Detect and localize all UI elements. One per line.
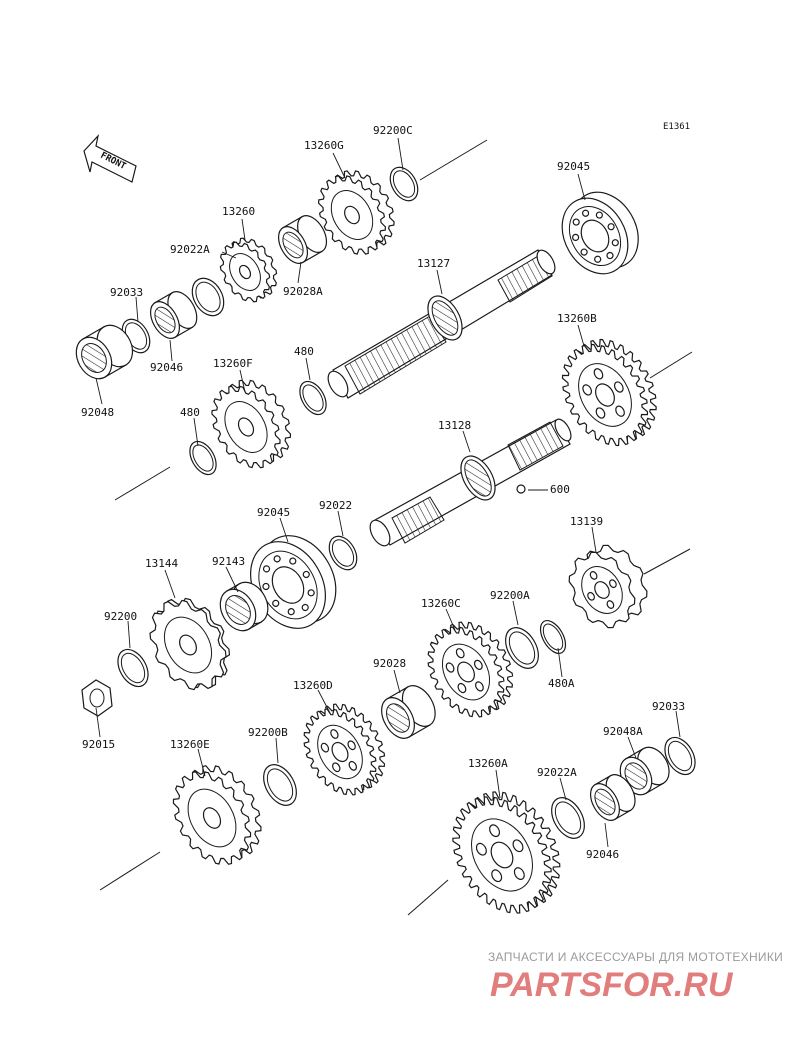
part-label-13260d: 13260D	[293, 679, 333, 692]
circlip-92200c	[389, 166, 419, 202]
needle-bearing-92046-upper	[149, 291, 198, 339]
part-label-480-upper: 480	[294, 345, 314, 358]
part-label-92048a: 92048A	[603, 725, 643, 738]
part-label-13139: 13139	[570, 515, 603, 528]
part-label-13260e: 13260E	[170, 738, 210, 751]
part-label-13260f: 13260F	[213, 357, 253, 370]
part-label-92028a: 92028A	[283, 285, 323, 298]
needle-bearing-92046-lower	[589, 774, 636, 821]
part-label-600: 600	[550, 483, 570, 496]
part-label-92022: 92022	[319, 499, 352, 512]
part-label-92143: 92143	[212, 555, 245, 568]
washer-92022	[328, 535, 358, 571]
gear-13260d	[303, 703, 386, 796]
watermark-tagline: ЗАПЧАСТИ И АКСЕССУАРЫ ДЛЯ МОТОТЕХНИКИ	[488, 950, 783, 964]
bearing-92045-lower	[250, 535, 337, 629]
axis-lines	[99, 139, 693, 916]
needle-bearing-92028a	[277, 215, 328, 264]
needle-bearing-92028	[381, 685, 436, 739]
watermark: ЗАПЧАСТИ И АКСЕССУАРЫ ДЛЯ МОТОТЕХНИКИ PA…	[488, 950, 783, 1004]
part-label-92022a-upper: 92022A	[170, 243, 210, 256]
hub-13139	[568, 544, 648, 629]
parts-layer	[75, 166, 696, 914]
collar-92048	[75, 324, 134, 380]
bearing-92045-upper	[561, 191, 639, 275]
part-label-92045-upper: 92045	[557, 160, 590, 173]
part-label-92015: 92015	[82, 738, 115, 751]
part-label-92046-upper: 92046	[150, 361, 183, 374]
gear-13260a	[452, 791, 561, 914]
diagram-code: E1361	[663, 122, 690, 132]
part-label-13260g: 13260G	[304, 139, 344, 152]
shaft-13127	[327, 249, 556, 399]
part-label-13260b: 13260B	[557, 312, 597, 325]
circlip-92200a	[505, 627, 539, 669]
part-labels: 92200C 13260G 92045 13260 92022A 92028A …	[81, 124, 685, 861]
circlip-480-upper	[299, 380, 327, 416]
circlip-480-lower	[189, 440, 217, 476]
part-label-480-lower: 480	[180, 406, 200, 419]
nut-92015-hole	[89, 688, 105, 708]
part-label-92200b: 92200B	[248, 726, 288, 739]
part-label-13260a: 13260A	[468, 757, 508, 770]
part-label-92022a-lower: 92022A	[537, 766, 577, 779]
part-label-13128: 13128	[438, 419, 471, 432]
part-label-92028: 92028	[373, 657, 406, 670]
part-label-13127: 13127	[417, 257, 450, 270]
shaft-13128	[369, 418, 572, 547]
collar-92143	[219, 581, 269, 632]
part-label-13260c: 13260C	[421, 597, 461, 610]
gear-13260e	[172, 765, 262, 865]
leader-lines	[95, 137, 681, 848]
washer-92200	[117, 648, 149, 688]
part-label-92046-lower: 92046	[586, 848, 619, 861]
part-label-92045-lower: 92045	[257, 506, 290, 519]
watermark-brand: PARTSFOR.RU	[490, 966, 734, 1004]
part-label-480a: 480A	[548, 677, 575, 690]
gear-13260b	[561, 338, 657, 447]
nut-92015	[81, 679, 113, 717]
gear-13260g	[317, 170, 395, 255]
collar-92048a	[619, 746, 670, 796]
part-label-92033-upper: 92033	[110, 286, 143, 299]
washer-92022a-lower	[551, 797, 585, 839]
part-label-92200a: 92200A	[490, 589, 530, 602]
front-arrow-icon: FRONT	[83, 134, 137, 183]
gear-13260c	[427, 621, 514, 718]
part-label-92200c: 92200C	[373, 124, 413, 137]
part-label-13260: 13260	[222, 205, 255, 218]
gear-13260f	[211, 379, 292, 469]
washer-92022a-upper	[191, 277, 225, 317]
ball-600	[516, 484, 526, 494]
washer-92200b	[263, 764, 297, 806]
part-label-13144: 13144	[145, 557, 178, 570]
part-label-92200: 92200	[104, 610, 137, 623]
part-label-92048: 92048	[81, 406, 114, 419]
circlip-92033-lower	[664, 736, 696, 776]
circlip-480a	[539, 620, 567, 654]
gear-13260	[219, 237, 278, 303]
part-label-92033-lower: 92033	[652, 700, 685, 713]
sprocket-13144	[149, 597, 231, 691]
